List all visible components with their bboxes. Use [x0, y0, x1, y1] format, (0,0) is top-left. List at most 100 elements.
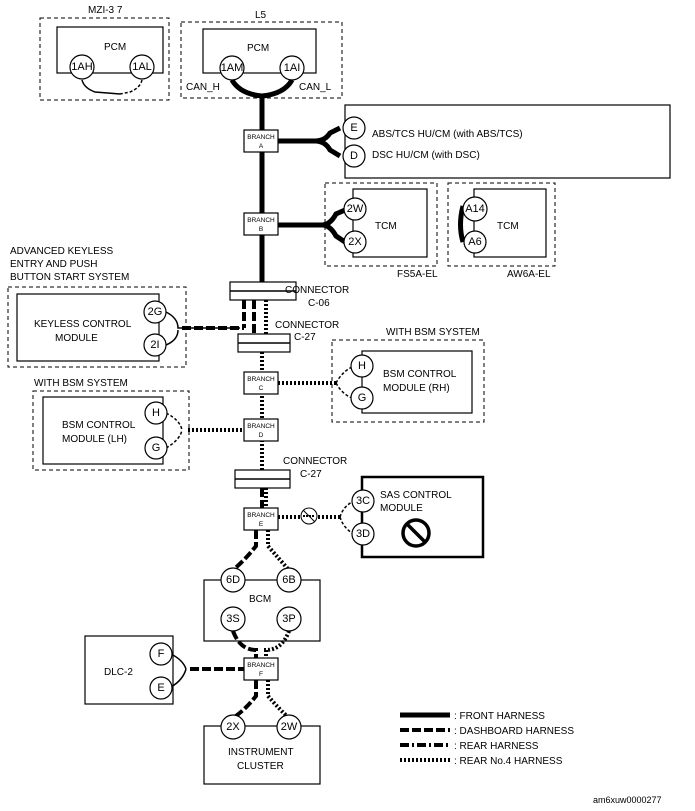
bsm-rh-module-line2: MODULE (RH): [383, 383, 450, 394]
pin-3p-bcm: [276, 606, 302, 632]
pin-2i-keyless-label: 2I: [150, 339, 159, 351]
bsm-lh-module-line2: MODULE (LH): [62, 434, 127, 445]
harness-legend: : FRONT HARNESS : DASHBOARD HARNESS : RE…: [400, 711, 574, 767]
pin-6d-bcm-label: 6D: [226, 574, 240, 586]
pin-3c-sas: [351, 489, 375, 513]
pin-2g-keyless: [143, 300, 167, 324]
branch-a-letter: A: [259, 143, 264, 150]
pin-a14-label: A14: [465, 203, 485, 215]
pin-g-bsm-lh-label: G: [152, 442, 161, 454]
instrument-cluster-line1: INSTRUMENT: [228, 747, 294, 758]
l5-group-label: L5: [255, 10, 267, 21]
instrument-cluster-line2: CLUSTER: [237, 761, 284, 772]
pin-2w-tcm: [343, 197, 367, 221]
branch-c-word: BRANCH: [247, 376, 275, 383]
branch-e: [243, 507, 279, 531]
with-bsm-left-label: WITH BSM SYSTEM: [34, 378, 128, 389]
connector-c06-line2: C-06: [308, 298, 330, 309]
can-h-label: CAN_H: [186, 82, 220, 93]
fs5a-group-border: [324, 182, 438, 267]
connector-c06-line1: CONNECTOR: [285, 285, 349, 296]
branch-a: [243, 129, 279, 153]
pin-3s-bcm: [220, 606, 246, 632]
branch-c-letter: C: [259, 385, 264, 392]
pin-1al-label: 1AL: [132, 61, 152, 73]
advanced-keyless-line2: ENTRY AND PUSH: [10, 259, 97, 270]
dsc-module-label: DSC HU/CM (with DSC): [372, 150, 480, 161]
pin-2w-cluster-label: 2W: [281, 721, 298, 733]
pin-1ah: [69, 54, 95, 80]
pin-1ai-label: 1AI: [284, 62, 301, 74]
legend-dashboard: : DASHBOARD HARNESS: [454, 726, 574, 737]
branch-a-word: BRANCH: [247, 134, 275, 141]
pin-3p-bcm-label: 3P: [282, 613, 295, 625]
advanced-keyless-line1: ADVANCED KEYLESS: [10, 246, 114, 257]
pcm-right-label: PCM: [247, 43, 269, 54]
tcm-right-label: TCM: [497, 221, 519, 232]
pin-2g-keyless-label: 2G: [148, 306, 163, 318]
bsm-lh-module-line1: BSM CONTROL: [62, 420, 136, 431]
branch-e-letter: E: [259, 521, 264, 528]
pin-e-abs: [342, 116, 366, 140]
branch-d-word: BRANCH: [247, 423, 275, 430]
pin-2x-tcm-label: 2X: [348, 236, 362, 248]
pin-h-bsm-lh: [144, 401, 168, 425]
pin-h-bsm-rh-label: H: [358, 360, 366, 372]
pin-2w-tcm-label: 2W: [347, 203, 364, 215]
instrument-cluster-box: [203, 725, 321, 785]
pin-e-abs-label: E: [350, 122, 357, 134]
aw6a-group-label: AW6A-EL: [507, 269, 551, 280]
branch-c: [243, 371, 279, 395]
bcm-label: BCM: [249, 594, 271, 605]
bsm-rh-module-box: [361, 350, 473, 414]
tcm-left-label: TCM: [375, 221, 397, 232]
pin-a6: [463, 230, 487, 254]
mzi37-group-label: MZI-3 7: [88, 5, 123, 16]
pin-d-dsc: [342, 144, 366, 168]
keyless-control-module-box: [16, 293, 160, 362]
pin-3c-sas-label: 3C: [356, 495, 370, 507]
branch-f-word: BRANCH: [247, 662, 275, 669]
pin-e-dlc-label: E: [157, 682, 164, 694]
pin-2x-cluster: [220, 714, 246, 740]
pin-1am: [219, 55, 245, 81]
branch-b-word: BRANCH: [247, 217, 275, 224]
connector-c27-lower-line2: C-27: [300, 469, 322, 480]
branch-f: [243, 657, 279, 681]
pin-h-bsm-rh: [350, 354, 374, 378]
branch-e-word: BRANCH: [247, 512, 275, 519]
abs-module-label: ABS/TCS HU/CM (with ABS/TCS): [372, 129, 523, 140]
connector-c27-lower-line1: CONNECTOR: [283, 456, 347, 467]
pin-h-bsm-lh-label: H: [152, 407, 160, 419]
pin-6d-bcm: [220, 567, 246, 593]
legend-rear: : REAR HARNESS: [454, 741, 539, 752]
aw6a-group-border: [447, 182, 556, 267]
pin-f-dlc: [149, 642, 173, 666]
pin-d-dsc-label: D: [350, 150, 358, 162]
pin-g-bsm-lh: [144, 436, 168, 460]
pin-1ai: [279, 55, 305, 81]
fs5a-group-label: FS5A-EL: [397, 269, 438, 280]
pin-e-dlc: [149, 676, 173, 700]
connector-c27-upper-line1: CONNECTOR: [275, 320, 339, 331]
abs-dsc-box: [344, 104, 671, 179]
keyless-module-line1: KEYLESS CONTROL: [34, 319, 132, 330]
advanced-keyless-line3: BUTTON START SYSTEM: [10, 272, 129, 283]
keyless-module-line2: MODULE: [55, 333, 98, 344]
pin-3s-bcm-label: 3S: [226, 613, 239, 625]
bcm-box: [203, 579, 321, 642]
pin-2w-cluster: [276, 714, 302, 740]
pin-a6-label: A6: [468, 236, 481, 248]
branch-b-letter: B: [259, 226, 263, 233]
bsm-lh-group-border: [32, 390, 190, 471]
branch-b: [243, 212, 279, 236]
with-bsm-right-label: WITH BSM SYSTEM: [386, 327, 480, 338]
can-l-label: CAN_L: [299, 82, 332, 93]
branch-f-letter: F: [259, 671, 263, 678]
pin-3d-sas-label: 3D: [356, 528, 370, 540]
legend-rear-no4: : REAR No.4 HARNESS: [454, 756, 563, 767]
pin-f-dlc-label: F: [158, 648, 165, 660]
pin-2i-keyless: [143, 333, 167, 357]
pin-g-bsm-rh: [350, 386, 374, 410]
